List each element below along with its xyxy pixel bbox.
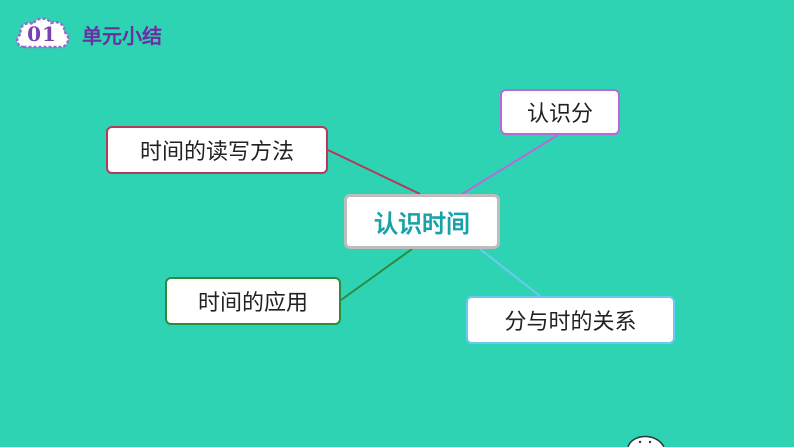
connector-application	[340, 248, 413, 301]
section-header: 01 单元小结	[12, 10, 162, 58]
node-center-topic: 认识时间	[344, 194, 500, 249]
node-time-application: 时间的应用	[165, 277, 341, 325]
connector-know-minute	[461, 134, 559, 195]
node-read-write-method: 时间的读写方法	[106, 126, 328, 174]
node-minute-hour-relation: 分与时的关系	[466, 296, 675, 344]
section-number: 01	[27, 22, 57, 46]
section-badge: 01	[12, 13, 72, 55]
connector-read-write	[327, 149, 421, 195]
node-know-minute: 认识分	[500, 89, 620, 135]
cloud-icon	[15, 17, 70, 49]
connector-relation	[479, 248, 541, 297]
section-title: 单元小结	[82, 23, 162, 48]
decorative-character-icon	[627, 435, 665, 447]
